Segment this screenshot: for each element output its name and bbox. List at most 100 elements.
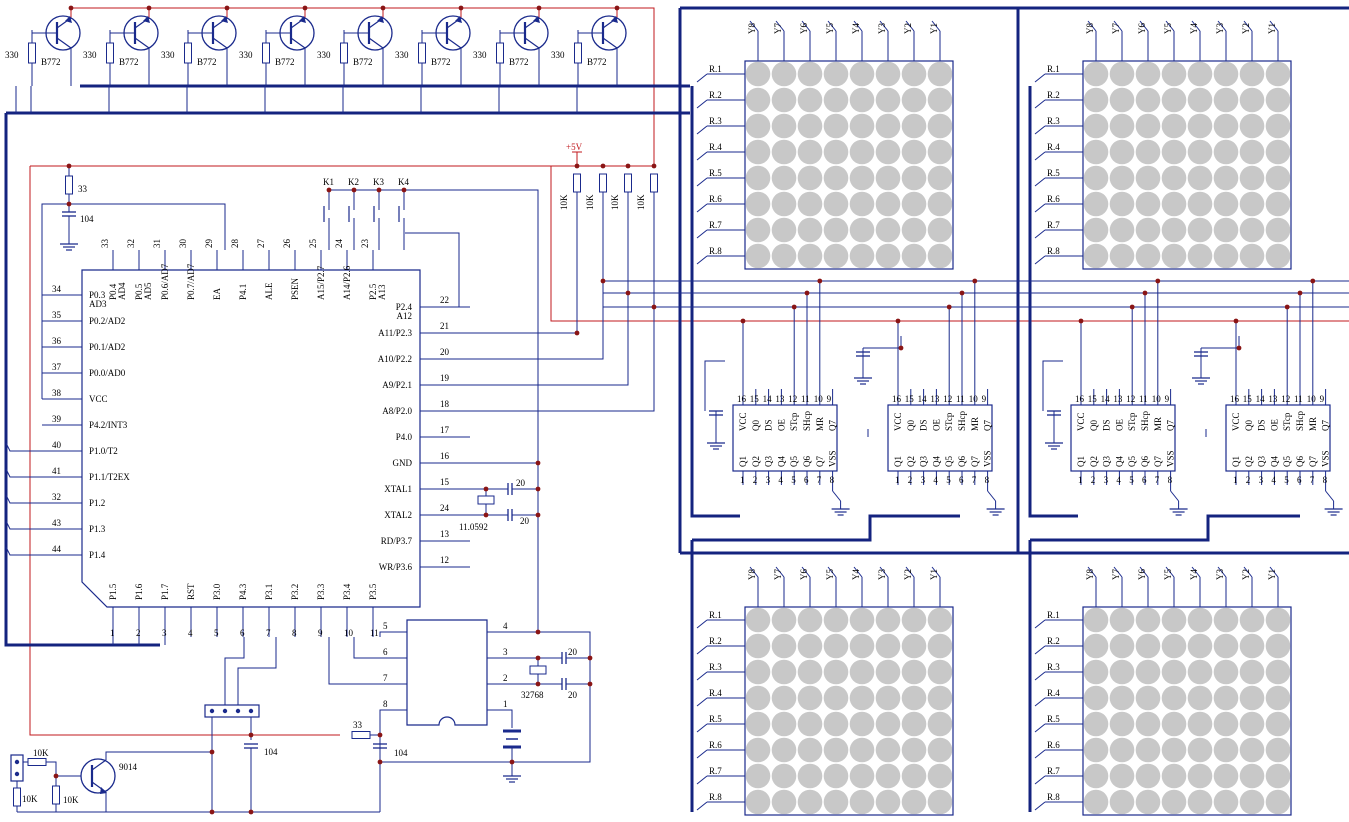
- row-wire: [696, 723, 708, 733]
- led-dot: [1265, 737, 1291, 763]
- led-dot: [901, 87, 927, 113]
- mcu-pin-name: P1.0/T2: [89, 446, 118, 456]
- junction-dot: [376, 187, 382, 193]
- led-dot: [1187, 659, 1213, 685]
- led-dot: [927, 61, 953, 87]
- column-label: Y7: [1111, 569, 1121, 580]
- transistor-label: B772: [431, 57, 451, 67]
- mcu-pin-number: 22: [440, 295, 449, 305]
- pin-number: 14: [918, 394, 928, 404]
- pin-name: Q0: [751, 420, 761, 431]
- mcu-pin-name: XTAL2: [384, 510, 412, 520]
- input-resistor: [13, 787, 21, 807]
- rtc-wire: [328, 637, 407, 685]
- led-dot: [927, 191, 953, 217]
- rtc-chip: [406, 619, 488, 726]
- mcu-pin-number: 37: [52, 362, 62, 372]
- cap-label: 104: [264, 747, 278, 757]
- row-wire: [696, 151, 708, 161]
- pin-name: Q3: [919, 456, 929, 467]
- input-jack: [10, 754, 24, 782]
- transistor-lead: [212, 37, 228, 49]
- junction-dot: [574, 163, 580, 169]
- column-wire: [1191, 566, 1201, 578]
- pullup-resistor: [624, 173, 632, 193]
- pin-name: Q7: [983, 420, 993, 431]
- mcu-pin-number: 11: [370, 628, 379, 638]
- led-dot: [927, 243, 953, 269]
- led-dot: [797, 737, 823, 763]
- rtc-pin-number: 7: [383, 673, 388, 683]
- pin-name: DS: [1257, 419, 1267, 431]
- led-dot: [1161, 763, 1187, 789]
- pin-name: Q4: [931, 456, 941, 467]
- row-label: R.7: [1047, 220, 1060, 230]
- led-dot: [927, 113, 953, 139]
- shift-register-chip: [1070, 404, 1176, 472]
- led-dot: [1265, 87, 1291, 113]
- led-dot: [797, 789, 823, 815]
- junction-dot: [1142, 290, 1148, 296]
- mcu-pin-name: P1.4: [89, 550, 106, 560]
- led-dot: [1265, 217, 1291, 243]
- transistor-arrow: [455, 16, 462, 23]
- column-label: Y6: [1137, 23, 1147, 34]
- led-dot: [797, 165, 823, 191]
- mcu-pin-name: P1.1/T2EX: [89, 472, 130, 482]
- pin-name: SHcp: [1295, 411, 1305, 431]
- led-dot: [771, 113, 797, 139]
- led-dot: [1161, 165, 1187, 191]
- pin-number: 16: [1230, 394, 1240, 404]
- led-dot: [823, 61, 849, 87]
- led-dot: [797, 139, 823, 165]
- pin-number: 9: [1320, 394, 1325, 404]
- led-dot: [927, 633, 953, 659]
- junction-dot: [1236, 345, 1242, 351]
- junction-dot: [651, 163, 657, 169]
- led-dot: [1187, 763, 1213, 789]
- mcu-pin-name: PSEN: [290, 277, 300, 300]
- pullup-label: 10K: [585, 194, 595, 210]
- led-dot: [901, 191, 927, 217]
- mcu-pin-number: 31: [152, 239, 162, 248]
- mcu-pin-name: P2.4: [396, 302, 413, 312]
- led-dot: [1239, 217, 1265, 243]
- pin-name: OE: [1269, 419, 1279, 431]
- junction-dot: [483, 512, 489, 518]
- mcu-pin-name: P4.2/INT3: [89, 420, 128, 430]
- led-dot: [875, 139, 901, 165]
- components: [10, 5, 1343, 816]
- led-dot: [1239, 191, 1265, 217]
- row-wire: [1034, 671, 1046, 681]
- pin-name: Q7: [1308, 456, 1318, 467]
- led-dot: [797, 217, 823, 243]
- mcu-pin-number: 33: [100, 239, 110, 249]
- led-dot: [1109, 607, 1135, 633]
- led-dot: [1083, 633, 1109, 659]
- junction-dot: [377, 732, 383, 738]
- npn-transistor: [80, 758, 116, 794]
- led-dot: [875, 763, 901, 789]
- led-dot: [745, 607, 771, 633]
- mcu-pin-number: 15: [440, 477, 450, 487]
- column-label: Y1: [1267, 23, 1277, 34]
- led-dot: [1213, 61, 1239, 87]
- junction-dot: [509, 759, 515, 765]
- cascade-wire: [863, 336, 902, 349]
- pin-name: Q2: [1244, 456, 1254, 467]
- column-wire: [905, 566, 915, 578]
- mcu-pin-alt: A12: [397, 311, 413, 321]
- cap-label: 20: [568, 690, 578, 700]
- pin-number: 9: [1165, 394, 1170, 404]
- pin-number: 6: [1142, 475, 1147, 485]
- led-dot: [849, 165, 875, 191]
- row-wire: [1034, 775, 1046, 785]
- row-wire: [696, 73, 708, 83]
- mcu-pin-name: P4.0: [396, 432, 413, 442]
- row-wire: [696, 697, 708, 707]
- row-wire: [1034, 229, 1046, 239]
- led-dot: [771, 87, 797, 113]
- row-wire: [1034, 697, 1046, 707]
- row-label: R.6: [709, 740, 722, 750]
- junction-dot: [1310, 278, 1316, 284]
